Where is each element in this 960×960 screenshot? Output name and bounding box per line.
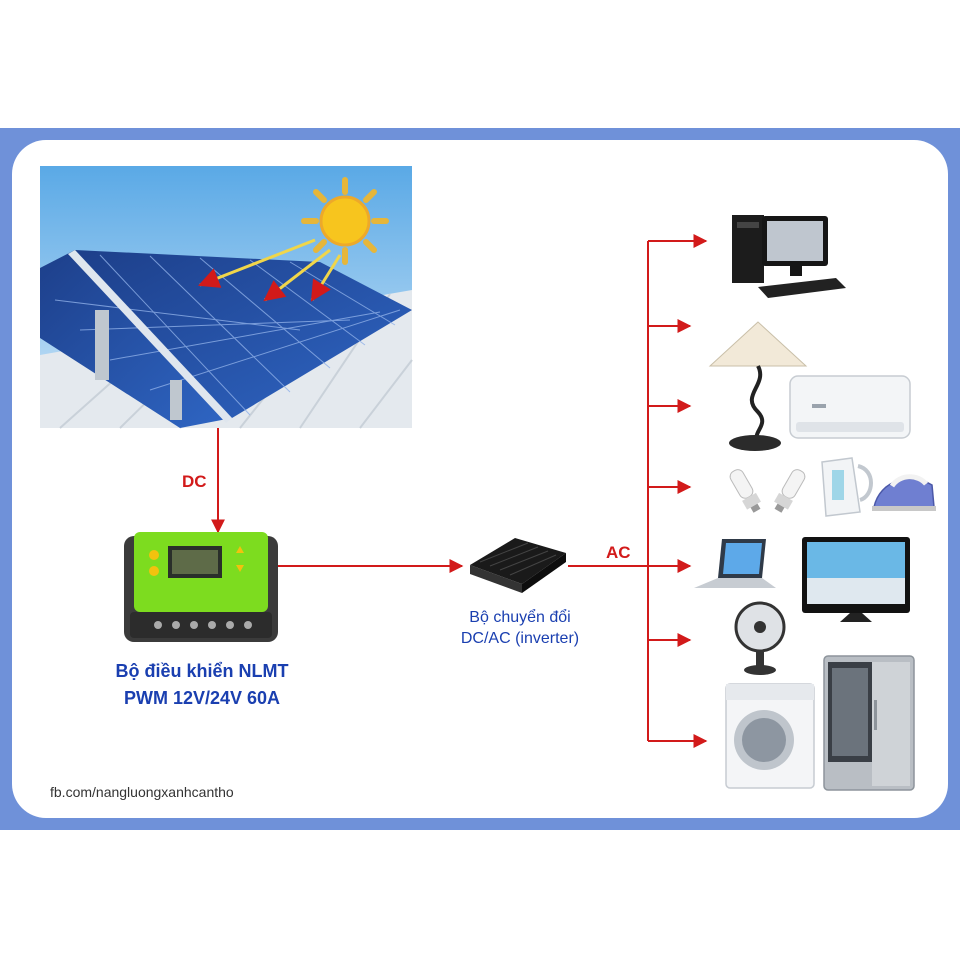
sun-icon	[198, 177, 389, 302]
laptop-icon	[694, 539, 776, 588]
computer-icon	[732, 215, 846, 298]
tv-icon	[802, 537, 910, 622]
kettle-icon	[821, 457, 873, 517]
inverter-icon	[470, 538, 566, 593]
fan-icon	[734, 601, 786, 675]
air-conditioner-icon	[789, 375, 911, 439]
washing-machine-icon	[725, 683, 815, 789]
fridge-icon	[823, 655, 915, 791]
inverter-label-line2: DC/AC (inverter)	[460, 630, 580, 647]
arrows	[211, 234, 708, 748]
charge-controller-icon	[124, 532, 278, 642]
controller-label-line2: PWM 12V/24V 60A	[123, 688, 281, 708]
inverter-label-line1: Bộ chuyển đổi	[469, 609, 571, 626]
ac-label: AC	[606, 543, 631, 562]
controller-label: Bộ điều khiển NLMT PWM 12V/24V 60A	[92, 658, 312, 712]
bulb-icon	[729, 469, 806, 513]
iron-icon	[872, 474, 936, 511]
lamp-icon	[708, 321, 808, 451]
dc-label: DC	[182, 472, 207, 491]
source-link[interactable]: fb.com/nangluongxanhcantho	[50, 784, 234, 800]
inverter-label: Bộ chuyển đổi DC/AC (inverter)	[440, 607, 600, 649]
controller-label-line1: Bộ điều khiển NLMT	[115, 661, 289, 681]
